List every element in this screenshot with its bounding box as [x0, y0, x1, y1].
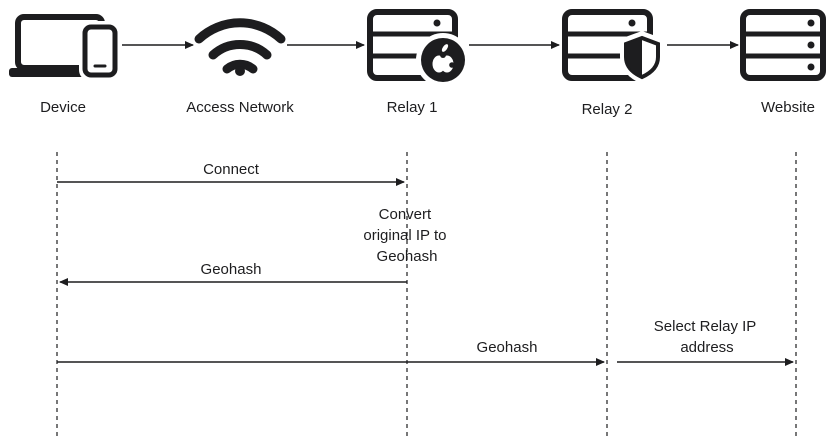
server-with-shield-badge-icon [562, 9, 664, 84]
note-convert: Convert original IP to Geohash [363, 206, 450, 265]
message-label-geohash-forward: Geohash [477, 339, 538, 356]
note-convert-line-2: original IP to [363, 227, 446, 244]
message-label-select-relay-line-2: address [680, 339, 733, 356]
message-label-select-relay-line-1: Select Relay IP [654, 318, 757, 335]
note-convert-line-3: Geohash [377, 248, 438, 265]
apple-logo-icon [432, 44, 455, 73]
server-with-apple-badge-icon [367, 9, 470, 87]
actor-label-relay1: Relay 1 [387, 99, 438, 116]
actor-label-access-network: Access Network [186, 99, 294, 116]
message-label-select-relay: Select Relay IP address [654, 318, 760, 356]
message-label-geohash-return: Geohash [201, 261, 262, 278]
laptop-and-phone-icon [9, 14, 121, 81]
note-convert-line-1: Convert [379, 206, 432, 223]
lifelines [56, 152, 797, 438]
wifi-icon [194, 18, 286, 76]
actor-label-website: Website [761, 99, 815, 116]
server-icon [740, 9, 826, 81]
actor-label-device: Device [40, 99, 86, 116]
message-label-connect: Connect [203, 161, 260, 178]
actor-label-relay2: Relay 2 [582, 101, 633, 118]
